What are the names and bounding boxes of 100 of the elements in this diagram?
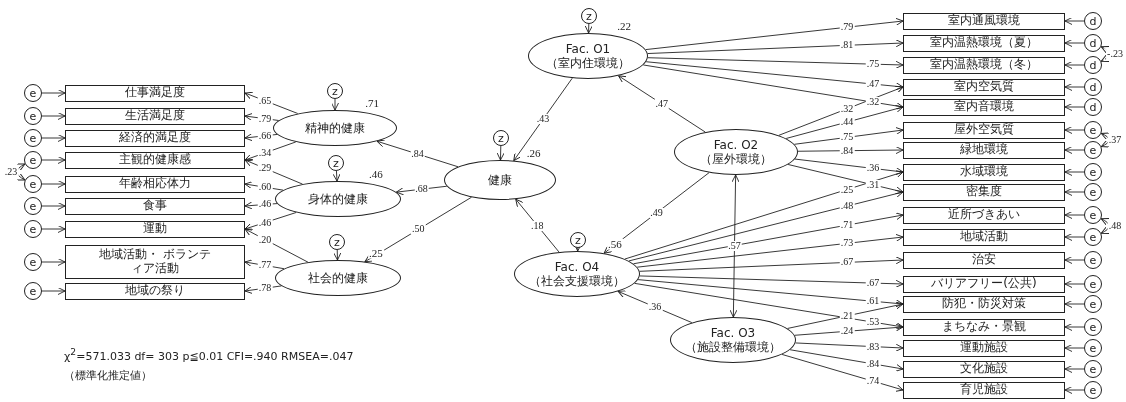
error-symbol: z (498, 132, 504, 144)
edge-label: .71 (839, 220, 855, 231)
error-circle (1084, 163, 1102, 181)
latent-ellipse (670, 317, 796, 363)
error-circle (24, 84, 42, 102)
latent-label: （施設整備環境） (685, 340, 781, 355)
edge-label: .68 (414, 184, 429, 195)
indicator-box (903, 12, 1065, 30)
error-circle (1084, 275, 1102, 293)
error-circle (1084, 318, 1102, 336)
r-squared-label: .71 (364, 97, 381, 109)
indicator-label: 屋外空気質 (954, 123, 1014, 137)
error-symbol: e (1089, 231, 1097, 243)
indicator-label: 生活満足度 (125, 109, 185, 123)
edge-label: .84 (839, 145, 855, 156)
error-circle (570, 232, 586, 248)
edge-label: .32 (839, 103, 855, 114)
indicator-label: 食事 (143, 199, 167, 213)
edge-label: .73 (839, 238, 855, 249)
edge-label: .60 (257, 182, 273, 193)
error-symbol: z (586, 10, 592, 22)
error-symbol: d (1089, 59, 1097, 71)
indicator-label: バリアフリー(公共) (931, 277, 1037, 291)
edge-label: .34 (257, 147, 273, 158)
error-circle (1084, 34, 1102, 52)
indicator-box (903, 381, 1065, 399)
error-circle (1084, 12, 1102, 30)
edge-label: .37 (1107, 135, 1123, 145)
indicator-box (903, 34, 1065, 52)
latent-label: （社会支援環境） (529, 274, 625, 289)
edge-label: .25 (839, 184, 855, 195)
error-circle (24, 151, 42, 169)
edge-label: -.23 (1106, 49, 1124, 59)
indicator-label: 室内温熱環境（夏） (930, 36, 1038, 50)
fit-statistics-note: （標準化推定値） (64, 368, 152, 383)
edge-label: .65 (257, 95, 273, 106)
error-circle (24, 175, 42, 193)
error-circle (1084, 251, 1102, 269)
indicator-label: 室内通風環境 (948, 14, 1020, 28)
error-circle (1084, 206, 1102, 224)
indicator-label: 主観的健康感 (119, 153, 191, 167)
indicator-label: 近所づきあい (948, 208, 1020, 222)
edge-label: .84 (865, 358, 881, 369)
error-circle (1084, 228, 1102, 246)
error-symbol: d (1089, 37, 1097, 49)
latent-label: （室内住環境） (546, 56, 630, 71)
edge-label: .48 (839, 201, 855, 212)
error-symbol: e (1089, 363, 1097, 375)
edge-label: .46 (257, 217, 273, 228)
latent-label: 社会的健康 (308, 270, 368, 286)
edge-label: .47 (654, 98, 670, 109)
error-symbol: e (29, 256, 37, 268)
error-circle (329, 234, 345, 250)
latent-label: 精神的健康 (305, 120, 365, 136)
latent-ellipse (674, 129, 798, 175)
error-circle (1084, 360, 1102, 378)
latent-label: 身体的健康 (308, 191, 368, 207)
indicator-box (903, 275, 1065, 293)
indicator-box (65, 129, 245, 147)
error-symbol: e (1089, 166, 1097, 178)
edge-label: .67 (839, 257, 855, 268)
indicator-label: 仕事満足度 (125, 86, 185, 100)
edge-label: .77 (257, 260, 273, 271)
edge-label: .61 (865, 296, 881, 307)
indicator-label: 経済的満足度 (119, 131, 191, 145)
error-symbol: e (1089, 186, 1097, 198)
edge-label: .66 (257, 130, 273, 141)
indicator-box (903, 98, 1065, 116)
error-symbol: d (1089, 81, 1097, 93)
indicator-label: 地域活動 (960, 230, 1008, 244)
indicator-box (65, 175, 245, 193)
edge-label: .46 (257, 199, 273, 210)
edge-label: .79 (257, 113, 273, 124)
error-symbol: z (334, 236, 340, 248)
error-circle (24, 129, 42, 147)
edge-label: .78 (257, 283, 273, 294)
indicator-label: 地域活動・ ボランティア活動 (98, 248, 212, 276)
indicator-label: 文化施設 (960, 362, 1008, 376)
edge-label: .36 (647, 302, 663, 312)
error-symbol: e (1089, 278, 1097, 290)
r-squared-label: .26 (525, 147, 542, 159)
indicator-label: 運動 (143, 222, 167, 236)
error-circle (1084, 183, 1102, 201)
indicator-label: 防犯・防災対策 (942, 297, 1026, 311)
error-symbol: e (1089, 209, 1097, 221)
indicator-label: 室内温熱環境（冬） (930, 58, 1038, 72)
latent-label: 健康 (488, 172, 512, 188)
edge-label: .24 (839, 326, 855, 337)
indicator-box (903, 206, 1065, 224)
error-circle (24, 220, 42, 238)
error-circle (24, 282, 42, 300)
error-circle (1084, 141, 1102, 159)
error-circle (328, 155, 344, 171)
indicator-label: 育児施設 (960, 383, 1008, 397)
edge-label: .23 (3, 167, 19, 177)
indicator-label: 水域環境 (960, 165, 1008, 179)
latent-ellipse (514, 251, 640, 297)
error-symbol: e (29, 87, 37, 99)
error-symbol: e (1089, 321, 1097, 333)
error-symbol: e (29, 200, 37, 212)
